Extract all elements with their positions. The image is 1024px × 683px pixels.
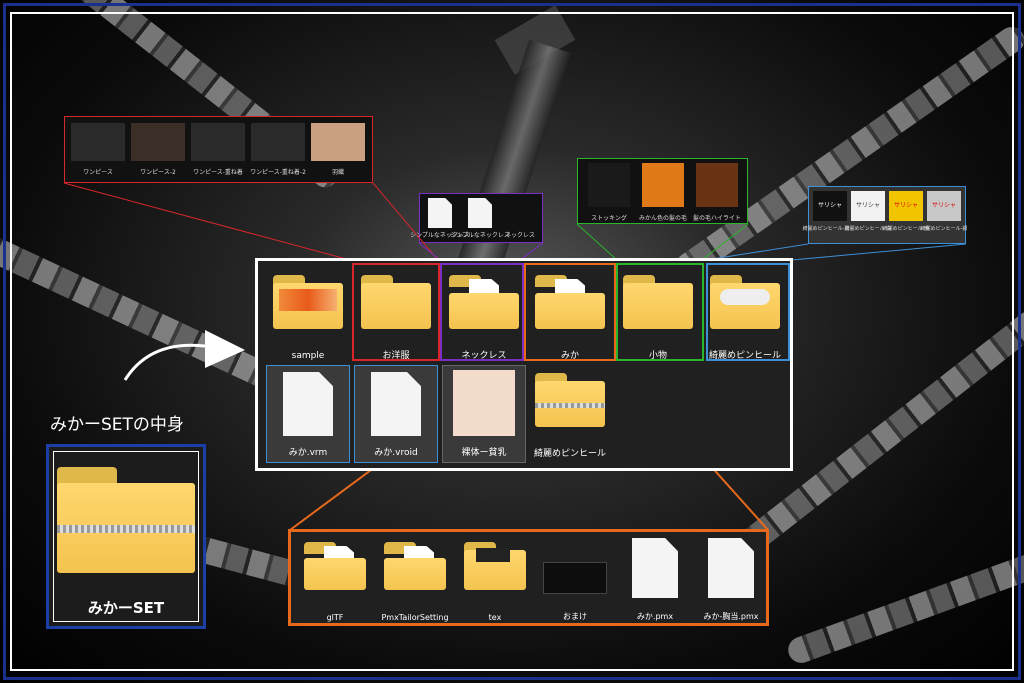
thumbnail-label: ワンピース-重ね着-2 bbox=[250, 169, 306, 176]
thumbnail-label: 羽織 bbox=[331, 169, 344, 176]
item-label: 裸体ー貧乳 bbox=[461, 448, 507, 458]
item-label: ネックレス bbox=[461, 351, 507, 361]
file-body-texture[interactable]: 裸体ー貧乳 bbox=[442, 365, 526, 463]
item-label: glTF bbox=[326, 613, 344, 622]
image-folder-icon bbox=[273, 275, 343, 329]
folder-tex[interactable]: tex bbox=[457, 534, 533, 624]
chain-decoration bbox=[784, 539, 1024, 667]
accessories-preview: ストッキング みかん色の髪の毛 髪の毛ハイライト bbox=[577, 158, 748, 224]
file-mika-chest-pmx[interactable]: みか-胸当.pmx bbox=[693, 534, 769, 624]
item-label: おまけ bbox=[563, 612, 587, 621]
thumbnail-label: ワンピース-重ね着 bbox=[193, 169, 243, 176]
item-label: tex bbox=[488, 613, 502, 622]
item-label: 綺麗めピンヒール bbox=[708, 351, 781, 361]
item-label: みか.vroid bbox=[374, 448, 418, 458]
thumbnail bbox=[251, 123, 305, 161]
file-mika-pmx[interactable]: みか.pmx bbox=[617, 534, 693, 624]
thumbnail-label: ワンピース bbox=[83, 169, 113, 176]
image-file-icon bbox=[543, 562, 607, 594]
item-label: sample bbox=[291, 351, 325, 361]
folder-icon bbox=[535, 275, 605, 329]
thumbnail-label: 綺麗めピンヒール-黄 bbox=[882, 226, 930, 232]
set-archive-label: みかーSET bbox=[87, 599, 165, 617]
set-archive[interactable]: みかーSET bbox=[46, 444, 206, 629]
thumbnail: サリシャ bbox=[927, 191, 961, 221]
folder-necklace[interactable]: ネックレス bbox=[442, 267, 526, 365]
zip-heels[interactable]: 綺麗めピンヒール bbox=[528, 365, 612, 463]
thumbnail-label: 綺麗めピンヒール-白 bbox=[844, 226, 892, 232]
folder-icon bbox=[449, 275, 519, 329]
item-label: みか.pmx bbox=[636, 612, 674, 621]
folder-icon bbox=[361, 275, 431, 329]
mika-folder-contents: glTF PmxTailorSetting tex おまけ みか.pmx みか-… bbox=[288, 529, 769, 626]
explorer-panel: sample お洋服 ネックレス みか 小物 綺麗めピンヒール みか.vrm bbox=[255, 258, 793, 471]
necklace-preview: シンプルなネックレス シンプルなネックレス ネックレス bbox=[410, 193, 543, 243]
thumbnail bbox=[191, 123, 245, 161]
folder-icon bbox=[710, 275, 780, 329]
file-icon bbox=[428, 198, 452, 228]
thumbnail-label: みかん色の髪の毛 bbox=[638, 215, 687, 222]
thumbnail-label: シンプルなネックレス bbox=[410, 232, 470, 239]
item-label: 綺麗めピンヒール bbox=[533, 449, 606, 459]
file-icon bbox=[371, 372, 421, 436]
folder-icon bbox=[384, 542, 446, 590]
set-archive-outline bbox=[53, 451, 199, 622]
thumbnail: サリシャ bbox=[851, 191, 885, 221]
thumbnail bbox=[131, 123, 185, 161]
thumbnail bbox=[696, 163, 738, 207]
file-omake[interactable]: おまけ bbox=[537, 534, 613, 624]
folder-icon bbox=[304, 542, 366, 590]
thumbnail-label: 綺麗めピンヒール-黒 bbox=[802, 226, 850, 232]
chain-decoration bbox=[670, 21, 1024, 285]
zip-folder-icon bbox=[57, 467, 195, 573]
thumbnail: サリシャ bbox=[813, 191, 847, 221]
item-label: みか.vrm bbox=[288, 448, 328, 458]
item-label: PmxTailorSetting bbox=[381, 613, 449, 622]
thumbnail bbox=[588, 163, 630, 207]
folder-gltf[interactable]: glTF bbox=[297, 534, 373, 624]
folder-clothes[interactable]: お洋服 bbox=[354, 267, 438, 365]
set-contents-title: みかーSETの中身 bbox=[50, 415, 184, 435]
item-label: お洋服 bbox=[382, 351, 410, 361]
thumbnail bbox=[311, 123, 365, 161]
clothes-preview: ワンピース ワンピース-2 ワンピース-重ね着 ワンピース-重ね着-2 羽織 bbox=[64, 116, 373, 183]
thumbnail-label: 髪の毛ハイライト bbox=[693, 215, 741, 222]
folder-mika[interactable]: みか bbox=[528, 267, 612, 365]
file-mika-vrm[interactable]: みか.vrm bbox=[266, 365, 350, 463]
texture-file-icon bbox=[453, 370, 515, 436]
thumbnail-label: シンプルなネックレス bbox=[450, 232, 510, 239]
file-mika-vroid[interactable]: みか.vroid bbox=[354, 365, 438, 463]
thumbnail bbox=[71, 123, 125, 161]
thumbnail-label: ワンピース-2 bbox=[140, 169, 176, 176]
thumbnail-label: ネックレス bbox=[504, 232, 535, 239]
folder-icon bbox=[623, 275, 693, 329]
folder-pmxtailor[interactable]: PmxTailorSetting bbox=[377, 534, 453, 624]
file-icon bbox=[632, 538, 678, 598]
heels-preview: サリシャ サリシャ サリシャ サリシャ 綺麗めピンヒール-黒 綺麗めピンヒール-… bbox=[803, 186, 967, 244]
thumbnail-label: 綺麗めピンヒール-銀 bbox=[920, 226, 968, 232]
folder-sample[interactable]: sample bbox=[266, 267, 350, 365]
thumbnail-label: ストッキング bbox=[591, 215, 627, 222]
file-icon bbox=[283, 372, 333, 436]
folder-icon bbox=[464, 542, 526, 590]
thumbnail: サリシャ bbox=[889, 191, 923, 221]
item-label: 小物 bbox=[648, 351, 667, 361]
file-icon bbox=[708, 538, 754, 598]
folder-heels[interactable]: 綺麗めピンヒール bbox=[703, 267, 787, 365]
thumbnail bbox=[642, 163, 684, 207]
file-icon bbox=[468, 198, 492, 228]
folder-accessories[interactable]: 小物 bbox=[616, 267, 700, 365]
zip-folder-icon bbox=[535, 373, 605, 427]
item-label: みか bbox=[560, 351, 579, 361]
item-label: みか-胸当.pmx bbox=[703, 612, 759, 621]
